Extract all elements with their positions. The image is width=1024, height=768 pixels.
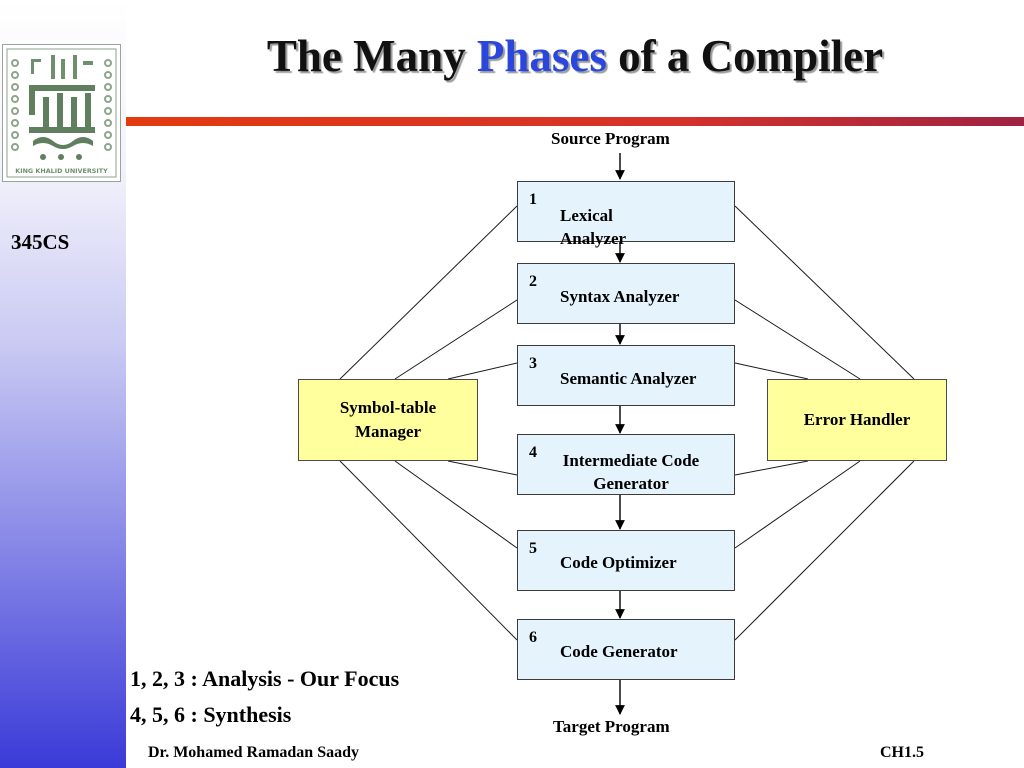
- phase-box-syntax-analyzer: 2 Syntax Analyzer: [517, 263, 735, 324]
- phase-box-code-generator: 6 Code Generator: [517, 619, 735, 680]
- source-program-label: Source Program: [551, 129, 670, 148]
- course-code: 345CS: [11, 230, 70, 254]
- phase-number: 2: [529, 273, 537, 290]
- phase-name: Intermediate Code Generator: [562, 451, 700, 493]
- phase-name: Code Optimizer: [560, 553, 677, 572]
- slide-title: The Many Phases of a Compiler: [126, 30, 1024, 82]
- error-handler-box: Error Handler: [767, 379, 947, 461]
- phase-name: Lexical Analyzer: [560, 206, 627, 248]
- title-text-pre: The Many: [266, 31, 466, 81]
- connector-lines: [339, 205, 915, 641]
- phase-number: 3: [529, 355, 537, 372]
- phase-box-semantic-analyzer: 3 Semantic Analyzer: [517, 345, 735, 406]
- logo-text: KING KHALID UNIVERSITY: [15, 167, 108, 175]
- symbol-table-manager-box: Symbol-table Manager: [298, 379, 478, 461]
- symbol-table-label: Symbol-table Manager: [339, 398, 437, 441]
- phase-name: Syntax Analyzer: [560, 287, 680, 306]
- phase-name: Code Generator: [560, 642, 678, 661]
- error-handler-label: Error Handler: [803, 410, 911, 429]
- title-text-post: of a Compiler: [618, 31, 884, 81]
- synthesis-note: 4, 5, 6 : Synthesis: [130, 702, 292, 727]
- phase-name: Semantic Analyzer: [560, 369, 697, 388]
- footer-page-number: CH1.5: [880, 744, 924, 761]
- phase-number: 4: [529, 444, 537, 461]
- phase-number: 6: [529, 629, 537, 646]
- university-logo: KING KHALID UNIVERSITY: [2, 44, 121, 182]
- target-program-label: Target Program: [553, 717, 670, 736]
- phase-number: 5: [529, 540, 537, 557]
- phase-box-lexical-analyzer: 1 Lexical Analyzer: [517, 181, 735, 248]
- phase-box-code-optimizer: 5 Code Optimizer: [517, 530, 735, 591]
- phase-box-intermediate-code-generator: 4 Intermediate Code Generator: [517, 434, 735, 495]
- analysis-note: 1, 2, 3 : Analysis - Our Focus: [130, 666, 400, 691]
- footer-author: Dr. Mohamed Ramadan Saady: [148, 744, 359, 761]
- title-divider: [126, 117, 1024, 126]
- phase-number: 1: [529, 191, 537, 208]
- title-highlight: Phases: [476, 31, 607, 81]
